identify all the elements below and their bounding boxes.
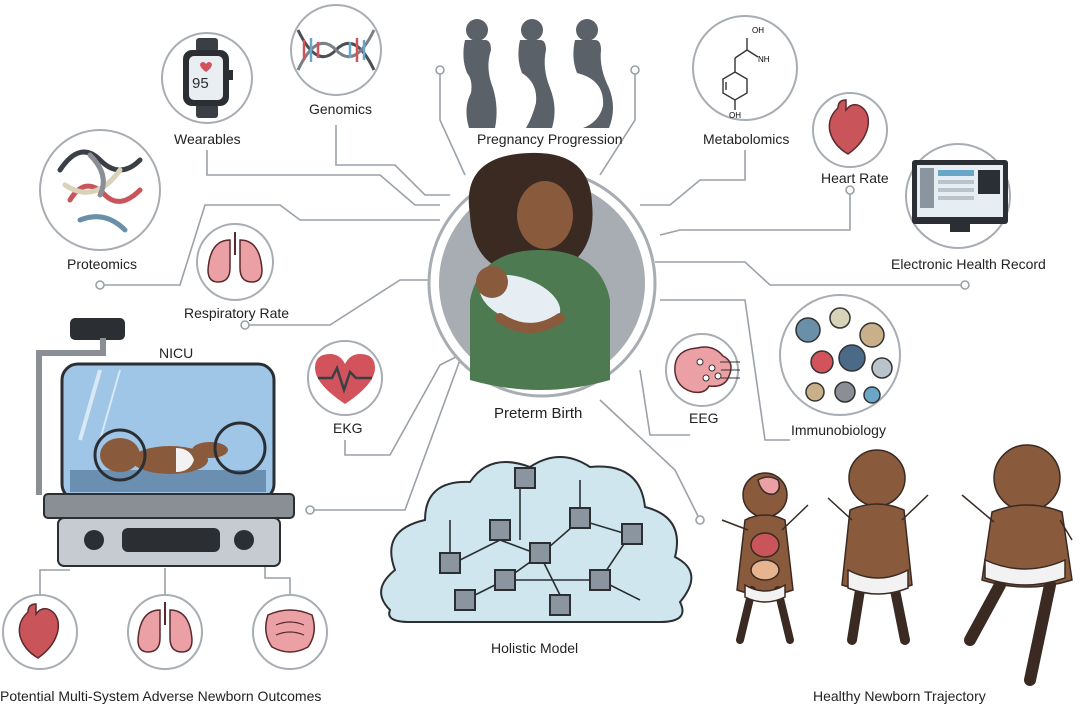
genomics-node xyxy=(290,4,382,96)
heart-rate-node xyxy=(812,92,888,168)
anatomical-heart-icon xyxy=(828,99,870,155)
premature-baby-illustration xyxy=(100,438,228,474)
label-proteomics: Proteomics xyxy=(67,256,138,272)
anatomical-heart-icon xyxy=(18,603,60,659)
label-eeg: EEG xyxy=(689,410,719,426)
incubator-porthole-right xyxy=(213,421,267,475)
chip-icons xyxy=(439,467,643,616)
ekg-node xyxy=(307,340,383,416)
nicu-incubator xyxy=(36,318,295,567)
label-nicu: NICU xyxy=(159,345,194,361)
heart-icon xyxy=(315,354,375,404)
pregnancy-silhouettes xyxy=(463,19,613,128)
respiratory-node xyxy=(196,223,274,301)
healthy-newborn-illustrations xyxy=(721,444,1073,686)
dna-icon xyxy=(296,29,376,71)
newborn-small-with-organs xyxy=(721,472,809,644)
adverse-outcome-lungs xyxy=(127,594,203,670)
wearable-display-value: 95 xyxy=(192,75,209,92)
label-immunobiology: Immunobiology xyxy=(791,422,886,438)
label-adverse-outcomes: Potential Multi-System Adverse Newborn O… xyxy=(0,688,322,704)
holistic-model-cloud xyxy=(380,456,693,623)
label-holistic-model: Holistic Model xyxy=(491,640,579,656)
mother-holding-baby-illustration xyxy=(468,152,610,390)
label-respiratory-rate: Respiratory Rate xyxy=(184,305,290,321)
immunobiology-node xyxy=(779,294,901,416)
ehr-node xyxy=(905,143,1011,249)
pulse-line-icon xyxy=(318,364,372,395)
label-preterm-birth: Preterm Birth xyxy=(494,405,583,422)
brain-icon xyxy=(674,346,732,394)
connector-lines xyxy=(39,70,965,600)
proteomics-node xyxy=(39,129,161,251)
label-healthy-trajectory: Healthy Newborn Trajectory xyxy=(813,688,986,704)
molecule-nh2-label: NH xyxy=(758,55,770,64)
label-ekg: EKG xyxy=(333,420,363,436)
lungs-icon xyxy=(137,602,193,653)
immune-cells-icon xyxy=(795,307,893,404)
intestines-icon xyxy=(265,609,315,653)
label-heart-rate: Heart Rate xyxy=(821,170,889,186)
wearables-node: 95 xyxy=(161,32,253,124)
adverse-outcome-heart xyxy=(2,594,78,670)
metabolomics-node: OH NH OH xyxy=(692,15,798,121)
label-wearables: Wearables xyxy=(174,131,241,147)
label-electronic-health-record: Electronic Health Record xyxy=(891,256,1046,272)
molecule-icon xyxy=(722,38,759,110)
monitor-icon xyxy=(912,160,1008,232)
label-genomics: Genomics xyxy=(309,101,373,117)
newborn-medium xyxy=(827,449,929,645)
label-pregnancy-progression: Pregnancy Progression xyxy=(477,131,623,147)
preterm-birth-node xyxy=(427,152,657,398)
connector-endpoints xyxy=(95,65,970,525)
incubator-porthole-left xyxy=(93,428,147,482)
newborn-large xyxy=(961,444,1073,686)
molecule-oh-label: OH xyxy=(729,111,741,120)
protein-structure-icon xyxy=(57,149,143,233)
label-metabolomics: Metabolomics xyxy=(703,131,790,147)
molecule-cooh-label: OH xyxy=(752,26,764,35)
adverse-outcome-intestines xyxy=(252,594,328,670)
lungs-icon xyxy=(207,232,263,283)
eeg-node xyxy=(665,333,740,407)
